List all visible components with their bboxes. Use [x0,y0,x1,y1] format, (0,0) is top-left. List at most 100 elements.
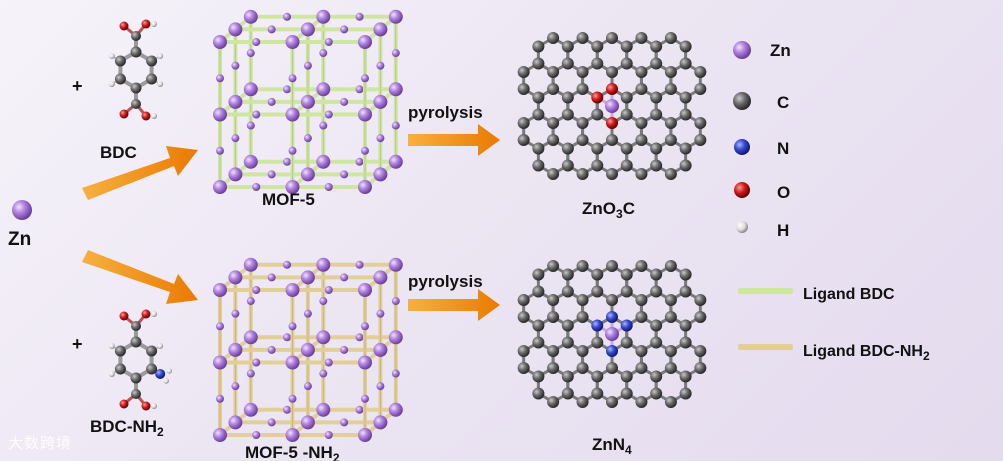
zn-node [228,415,243,430]
carbon-atom [532,285,545,298]
hydrogen-atom [151,311,157,317]
oxygen-atom [141,111,151,121]
zn-node [358,428,372,442]
zn-node [285,35,300,49]
legend-c: C [733,92,789,112]
zn-node [316,402,331,417]
carbon-atom [576,32,589,44]
carbon-atom [561,336,574,349]
carbon-atom [561,57,574,70]
zn-node [213,180,227,194]
carbon-atom [114,73,126,85]
carbon-atom [547,345,560,357]
zn-node [376,61,385,70]
zno3c-structure [517,32,707,180]
carbon-atom [591,40,604,53]
zn-node [303,309,312,318]
carbon-atom [114,363,126,375]
zn-node [228,167,243,182]
zn-node [355,405,364,414]
zn-node [391,369,400,378]
zn-node [319,297,328,306]
carbon-atom [576,345,589,357]
legend-o: O [734,182,790,202]
legend-zn: Zn [733,41,791,60]
zn-node [340,97,349,106]
hydrogen-atom [151,21,157,27]
carbon-atom [664,168,677,180]
carbon-atom [620,40,633,53]
zn-center-atom [605,99,619,113]
carbon-atom [532,319,545,332]
carbon-atom [694,117,707,129]
zn-node [303,382,312,391]
carbon-atom [547,311,560,323]
zn-node [358,180,372,194]
carbon-atom [561,387,574,400]
carbon-atom [606,168,618,180]
zn-node [213,35,227,49]
zn-node [340,170,349,179]
carbon-atom [561,108,574,121]
zn-node [267,170,276,179]
zn-node [373,167,388,182]
carbon-atom [650,285,663,298]
hydrogen-atom [157,80,164,87]
carbon-atom [620,285,633,298]
zn-node [228,94,243,109]
carbon-atom [635,294,648,306]
zn-node [288,322,297,331]
zn-node [324,110,333,119]
zn-node [373,22,388,37]
carbon-atom [650,142,663,155]
oxygen-atom [119,311,129,321]
carbon-atom [130,336,142,348]
carbon-atom [679,285,692,298]
hydrogen-atom [166,368,172,374]
zn-node [283,85,292,94]
zn-node [361,146,369,155]
carbon-atom [635,66,648,78]
zn-node [319,121,328,130]
carbon-atom [532,91,545,104]
carbon-atom [547,294,560,306]
carbon-atom [532,268,545,281]
carbon-atom [635,134,648,146]
zn-node [252,431,261,439]
carbon-atom [650,91,663,104]
legend-n: N [734,139,789,158]
zn-node [252,183,261,191]
legend: Zn C N O H Ligand BDC Ligand BDC-NH2 [733,41,930,363]
zn-node [303,134,312,143]
carbon-atom [146,55,158,67]
ligand-bdc-swatch [738,288,793,294]
carbon-atom [679,370,692,383]
zn-node [361,322,369,331]
carbon-atom [532,159,545,172]
carbon-atom [532,370,545,383]
zn-node [300,415,315,430]
zn-node [246,49,255,58]
zn-node [355,260,364,269]
pyrolysis-label-bottom: pyrolysis [408,272,483,291]
carbon-atom [694,311,707,323]
carbon-atom [517,345,530,357]
oxygen-atom [591,91,604,104]
zn-node [285,355,300,370]
zn-node [324,431,333,439]
legend-zn-label: Zn [770,41,791,60]
zn-node [228,270,243,285]
zn-node [243,154,258,169]
zn-node [252,38,261,46]
carbon-atom [635,117,648,129]
carbon-atom [664,311,677,323]
carbon-atom [650,57,663,70]
carbon-atom [664,362,677,374]
zn-node [361,394,369,403]
legend-h: H [736,221,789,240]
carbon-atom [532,108,545,121]
zn-node [243,9,258,24]
zn-node [316,257,331,272]
carbon-atom [650,319,663,332]
zn-node [376,134,385,143]
